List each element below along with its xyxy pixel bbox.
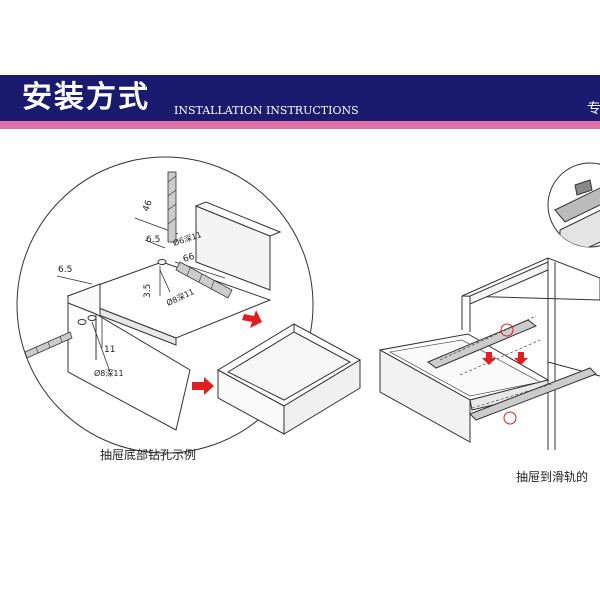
header-bar	[0, 75, 600, 121]
dim-6-5-top: 6.5	[146, 235, 160, 245]
zoom-detail-circle	[547, 162, 600, 248]
dim-46: 46	[141, 199, 154, 213]
header-right-text: 专	[587, 101, 600, 117]
red-arrow-2	[192, 377, 214, 395]
dim-66: 66	[182, 252, 196, 265]
red-arrow-1	[242, 310, 262, 328]
page-title: 安装方式	[22, 80, 150, 115]
dim-3-5: 3.5	[143, 284, 153, 298]
dim-6-5-left: 6.5	[58, 265, 72, 275]
drawer-box	[216, 323, 362, 435]
cabinet	[461, 257, 600, 440]
header-stripe	[0, 121, 600, 129]
dim-d8-deep-bottom: Ø8深11	[94, 368, 124, 378]
caption-drawer-to-rail: 抽屉到滑轨的	[516, 470, 589, 484]
extended-drawer	[378, 315, 597, 450]
dim-11: 11	[104, 345, 115, 355]
caption-drawer-drilling: 抽屉底部钻孔示例	[100, 448, 197, 462]
page-subtitle: INSTALLATION INSTRUCTIONS	[174, 104, 359, 117]
